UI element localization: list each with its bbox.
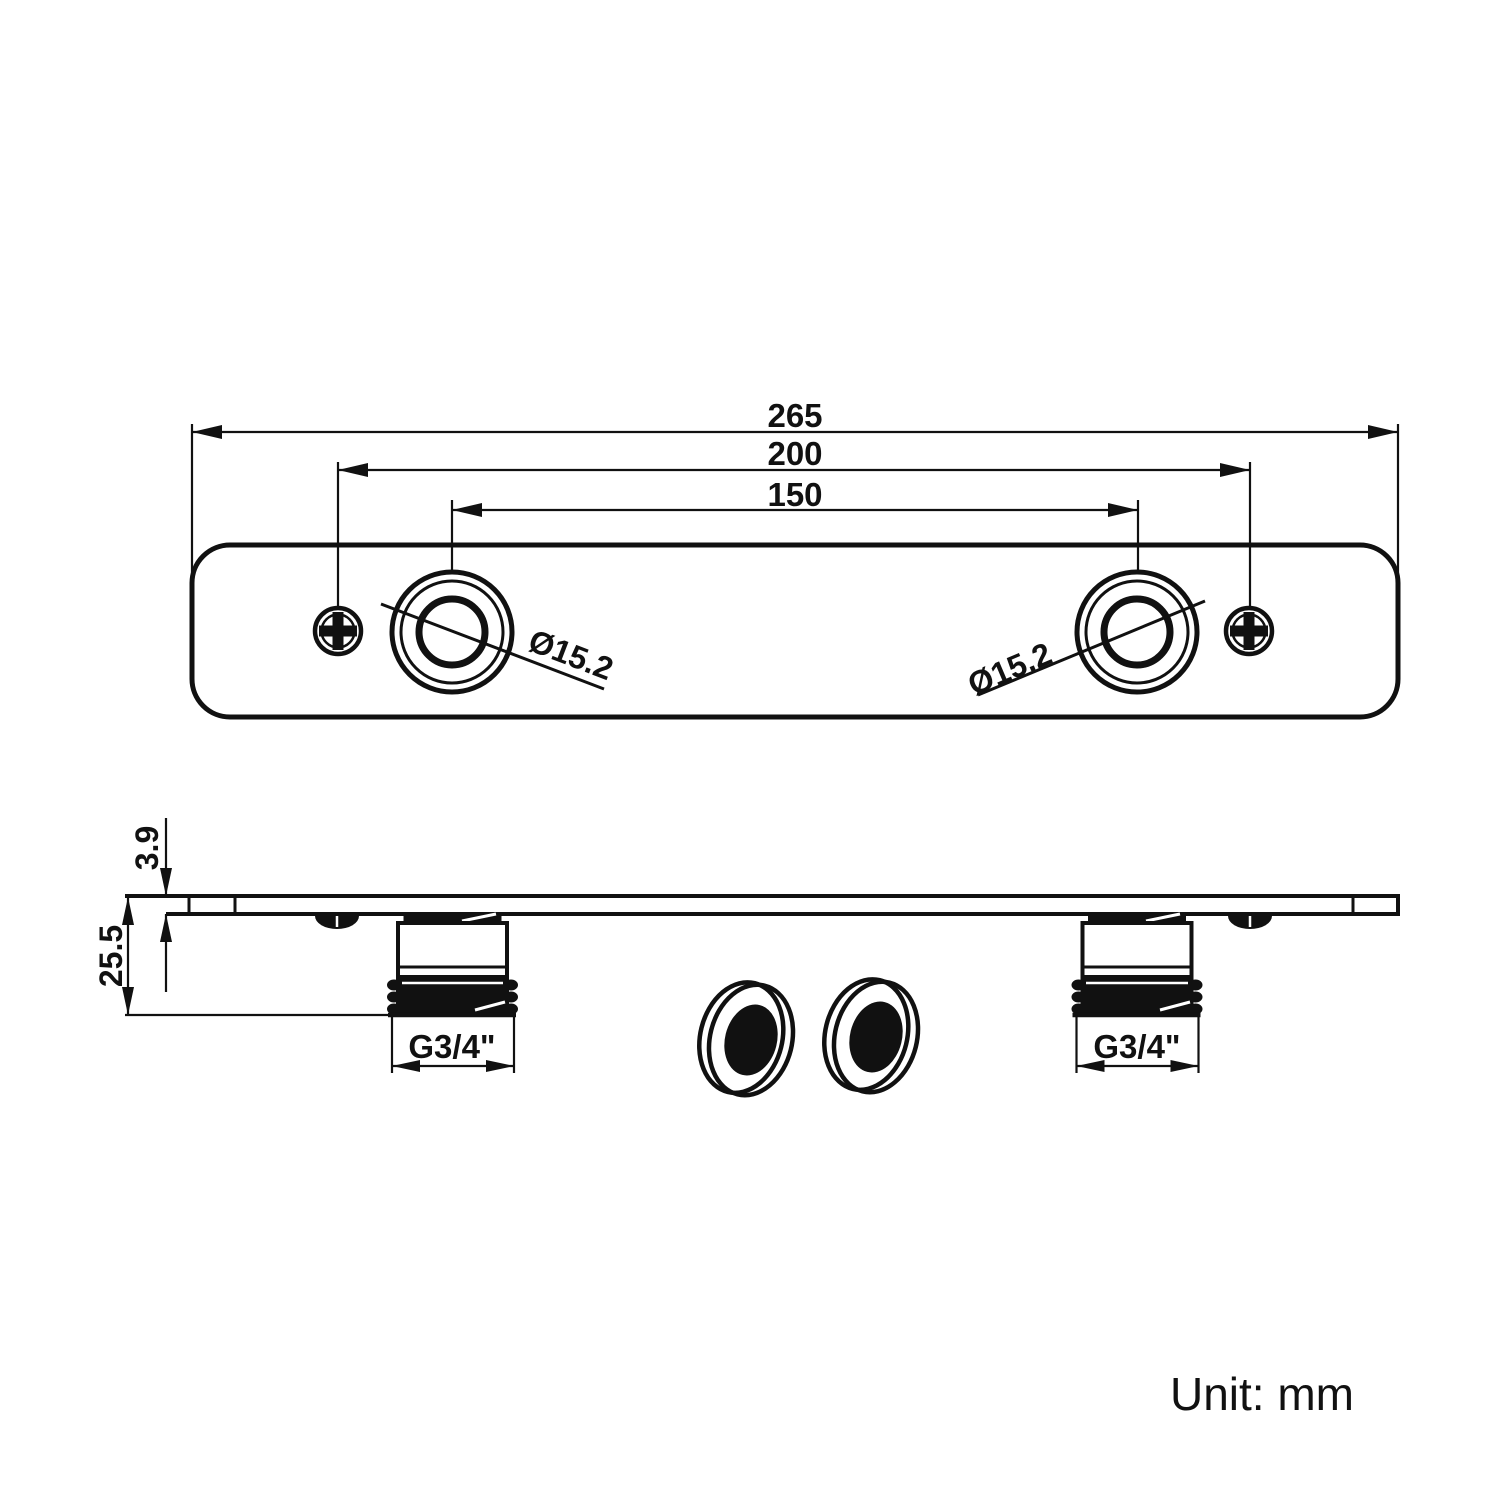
arrowhead-thread-right-a [1076,1060,1105,1072]
dimension-150 [450,500,1140,572]
dim-label-265: 265 [767,397,822,434]
arrowhead-thread-left-a [392,1060,420,1072]
dim-label-thread-left: G3/4" [408,1028,495,1065]
dim-label-thickness: 3.9 [129,826,165,870]
dimension-265 [190,424,1400,578]
dimension-200 [336,462,1252,610]
side-view: G3/4" G3/4" [93,818,1400,1098]
dim-label-thread-right: G3/4" [1093,1028,1180,1065]
outlet-hole-right [1074,569,1200,695]
unit-note: Unit: mm [1170,1368,1354,1420]
screw-tip-right [1228,916,1272,929]
outlet-hole-left [389,569,515,695]
screw-right [1223,605,1275,657]
arrowhead-thickness-bottom [160,914,172,942]
arrowhead-thread-right-b [1170,1060,1199,1072]
arrowhead-265-left [192,425,222,439]
phillips-cross-icon [319,612,357,650]
top-view: 265 200 150 [189,397,1401,720]
diameter-leader-left [380,602,605,691]
phillips-cross-icon [1230,612,1268,650]
o-ring-right [822,977,921,1095]
arrowhead-265-right [1368,425,1398,439]
screw-tip-left [315,916,359,929]
o-ring-left [697,980,796,1098]
screw-left [312,605,364,657]
dim-label-diameter-right: Ø15.2 [963,635,1057,702]
arrowhead-thickness-top [160,868,172,896]
arrowhead-150-right [1108,503,1138,517]
mounting-plate-side-view [125,894,1400,916]
arrowhead-depth-top [122,897,134,925]
arrowhead-200-right [1220,463,1250,477]
threaded-connector-left [387,912,518,1018]
dim-label-depth: 25.5 [93,925,129,987]
threaded-connector-right [1071,912,1203,1018]
arrowhead-200-left [338,463,368,477]
mounting-plate-top-view [189,542,1401,720]
arrowhead-thread-left-b [486,1060,514,1072]
dim-label-200: 200 [767,435,822,472]
diameter-leader-right [977,599,1206,697]
arrowhead-depth-bottom [122,987,134,1015]
arrowhead-150-left [452,503,482,517]
dim-label-150: 150 [767,476,822,513]
